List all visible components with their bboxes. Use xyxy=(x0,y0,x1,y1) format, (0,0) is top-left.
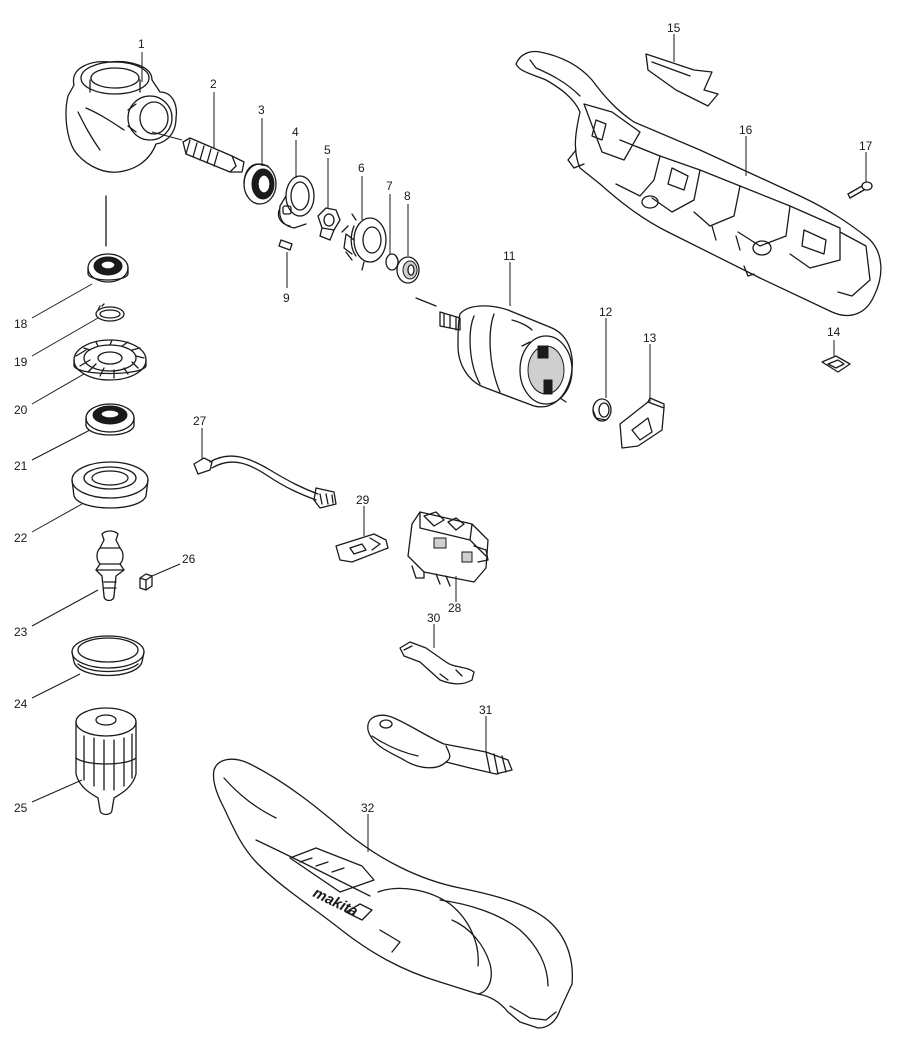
part-8-small-bearing[interactable] xyxy=(396,256,420,284)
callout-13: 13 xyxy=(643,331,657,402)
part-7-retaining-ring[interactable] xyxy=(385,253,399,271)
callout-14: 14 xyxy=(827,325,841,356)
label-32: 32 xyxy=(361,801,375,815)
part-12-rubber-pin[interactable] xyxy=(592,398,612,422)
part-17-screw[interactable] xyxy=(847,181,873,199)
label-6: 6 xyxy=(358,161,365,175)
callout-28: 28 xyxy=(448,576,462,615)
label-7: 7 xyxy=(386,179,393,193)
callout-12: 12 xyxy=(599,305,613,398)
callout-27: 27 xyxy=(193,414,207,460)
label-20: 20 xyxy=(14,403,28,417)
part-31-switch-trigger[interactable] xyxy=(367,714,513,775)
part-13-bracket[interactable] xyxy=(619,397,665,449)
callout-30: 30 xyxy=(427,611,441,648)
label-27: 27 xyxy=(193,414,207,428)
label-23: 23 xyxy=(14,625,28,639)
part-11-dc-motor[interactable] xyxy=(415,297,573,408)
label-3: 3 xyxy=(258,103,265,117)
callout-1: 1 xyxy=(138,37,145,82)
part-4-bearing-sleeve[interactable] xyxy=(277,175,315,229)
part-1-gear-housing[interactable] xyxy=(65,60,183,173)
callout-7: 7 xyxy=(386,179,393,254)
part-15-name-plate[interactable] xyxy=(645,53,719,107)
label-5: 5 xyxy=(324,143,331,157)
part-24-ring[interactable] xyxy=(71,635,145,677)
part-25-keyless-chuck[interactable] xyxy=(75,707,137,816)
callout-9: 9 xyxy=(283,252,290,305)
callout-3: 3 xyxy=(258,103,265,166)
label-2: 2 xyxy=(210,77,217,91)
brand-logo: makita xyxy=(310,884,360,920)
part-9-pin[interactable] xyxy=(278,239,293,251)
callout-24: 24 xyxy=(14,673,81,711)
label-1: 1 xyxy=(138,37,145,51)
callout-2: 2 xyxy=(210,77,217,148)
label-19: 19 xyxy=(14,355,28,369)
callout-5: 5 xyxy=(324,143,331,208)
callout-19: 19 xyxy=(14,317,99,369)
label-4: 4 xyxy=(292,125,299,139)
label-30: 30 xyxy=(427,611,441,625)
label-25: 25 xyxy=(14,801,28,815)
label-9: 9 xyxy=(283,291,290,305)
callout-18: 18 xyxy=(14,283,93,331)
label-22: 22 xyxy=(14,531,28,545)
label-15: 15 xyxy=(667,21,681,35)
part-26-square-block[interactable] xyxy=(139,573,153,591)
callout-4: 4 xyxy=(292,125,299,178)
part-14-clip[interactable] xyxy=(821,355,851,373)
label-13: 13 xyxy=(643,331,657,345)
part-6-bevel-gear[interactable] xyxy=(341,213,387,271)
part-3-ball-bearing[interactable] xyxy=(243,163,277,205)
callout-25: 25 xyxy=(14,779,83,815)
callout-22: 22 xyxy=(14,503,83,545)
part-22-bearing-retainer[interactable] xyxy=(71,461,149,509)
part-2-spindle-shaft[interactable] xyxy=(182,137,245,173)
part-18-ball-bearing[interactable] xyxy=(87,195,129,283)
part-28-switch[interactable] xyxy=(407,511,489,587)
label-26: 26 xyxy=(182,552,196,566)
callout-29: 29 xyxy=(356,493,370,536)
label-11: 11 xyxy=(503,249,516,263)
label-17: 17 xyxy=(859,139,873,153)
label-14: 14 xyxy=(827,325,841,339)
part-23-spindle[interactable] xyxy=(95,530,125,602)
label-12: 12 xyxy=(599,305,613,319)
callout-32: 32 xyxy=(361,801,375,852)
label-18: 18 xyxy=(14,317,28,331)
part-27-lead-wire[interactable] xyxy=(193,455,337,509)
part-20-spiral-bevel-gear[interactable] xyxy=(73,339,147,381)
callout-20: 20 xyxy=(14,373,85,417)
callout-26: 26 xyxy=(151,552,196,577)
callout-31: 31 xyxy=(479,703,493,752)
part-21-ball-bearing[interactable] xyxy=(85,403,135,436)
label-31: 31 xyxy=(479,703,493,717)
label-16: 16 xyxy=(739,123,753,137)
callout-8: 8 xyxy=(404,189,411,256)
callout-17: 17 xyxy=(859,139,873,182)
label-24: 24 xyxy=(14,697,28,711)
part-19-retaining-ring[interactable] xyxy=(95,303,125,322)
part-30-leaf-spring[interactable] xyxy=(399,641,475,685)
label-8: 8 xyxy=(404,189,411,203)
label-29: 29 xyxy=(356,493,370,507)
callout-21: 21 xyxy=(14,429,91,473)
callout-23: 23 xyxy=(14,589,99,639)
part-5-hex-nut[interactable] xyxy=(317,207,341,241)
callout-16: 16 xyxy=(739,123,753,176)
label-28: 28 xyxy=(448,601,462,615)
part-32-housing-set[interactable]: makita xyxy=(212,758,574,1029)
callout-15: 15 xyxy=(667,21,681,62)
callout-11: 11 xyxy=(503,249,516,306)
part-29-reversing-lever[interactable] xyxy=(335,533,389,563)
part-16-housing-half[interactable] xyxy=(515,50,882,317)
callout-6: 6 xyxy=(358,161,365,220)
label-21: 21 xyxy=(14,459,28,473)
